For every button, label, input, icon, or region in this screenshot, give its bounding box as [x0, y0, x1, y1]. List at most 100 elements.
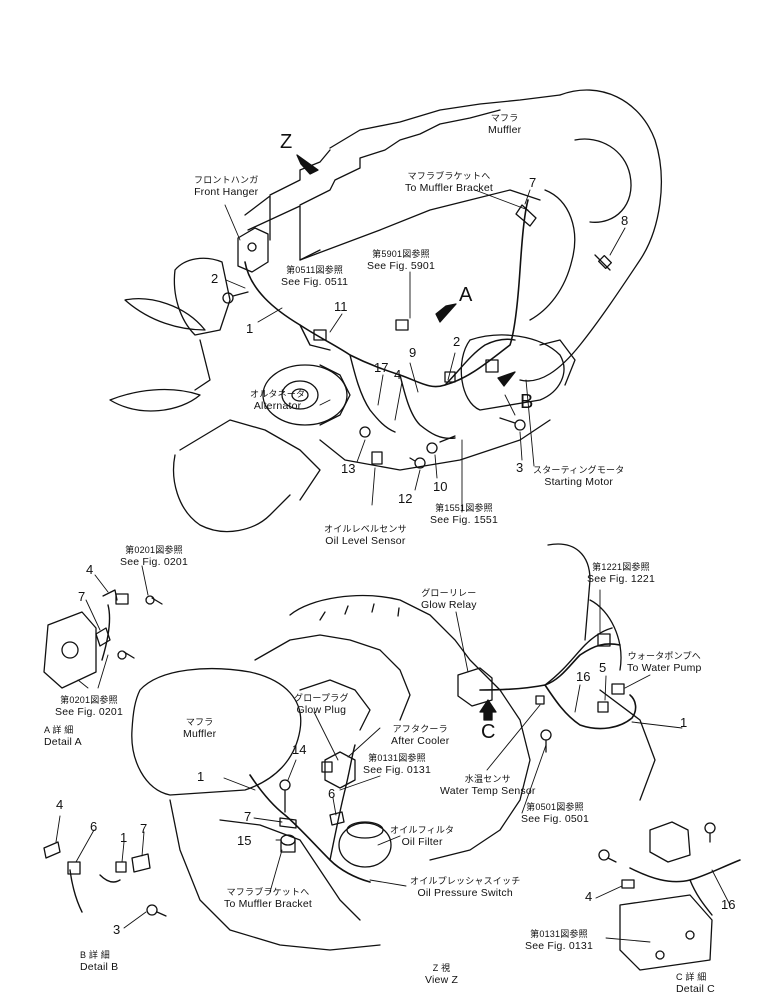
part-number-c-4: 4 — [585, 889, 593, 904]
view-marker-a: A — [459, 284, 473, 306]
fan-blade-2 — [109, 388, 201, 412]
alternator-pulley-inner — [291, 388, 309, 402]
part-number-17: 17 — [374, 360, 389, 375]
detail-b-clip-7 — [131, 853, 151, 873]
detail-c-hole-2 — [655, 950, 665, 960]
harness-z-up — [544, 627, 613, 686]
part-number-8: 8 — [621, 213, 629, 228]
detail-a-bolts — [117, 595, 163, 660]
detail-c-harness — [629, 859, 741, 883]
bolt-14 — [279, 779, 291, 813]
alternator-body — [262, 364, 348, 426]
fan-blade-1 — [124, 298, 206, 331]
connector-11 — [313, 329, 327, 341]
detail-b-leaders — [55, 815, 147, 929]
detail-a-wire — [101, 604, 111, 661]
arrow-a — [435, 303, 457, 323]
starting-motor-2 — [539, 339, 576, 386]
label-starting-motor: スターティングモータ Starting Motor — [533, 465, 625, 488]
bolt-2-left — [222, 291, 249, 304]
fan-lower-right-2 — [599, 689, 656, 801]
part-number-b-1: 1 — [120, 830, 128, 845]
label-detail-c: C 詳 細 Detail C — [676, 972, 715, 995]
connector-z-glow — [321, 761, 333, 773]
label-see-fig-0131-bottom: 第0131図参照 See Fig. 0131 — [525, 929, 593, 952]
detail-a-clip — [95, 627, 111, 647]
muffler-top-shape — [519, 89, 662, 382]
label-see-fig-0201-top: 第0201図参照 See Fig. 0201 — [120, 545, 188, 568]
engine-top-outline-2 — [254, 634, 411, 721]
upper-engine-drawing — [109, 89, 662, 533]
alternator-pulley — [281, 380, 319, 410]
part-number-2-left: 2 — [211, 271, 219, 286]
detail-b-connector-1 — [115, 861, 127, 873]
label-detail-b: B 詳 細 Detail B — [80, 950, 119, 973]
part-number-z-1-right: 1 — [680, 715, 688, 730]
part-number-2-mid: 2 — [453, 334, 461, 349]
connector-z-water — [535, 695, 545, 705]
connector-starting — [485, 359, 499, 373]
harness-branch-3 — [444, 338, 516, 386]
oil-filter-top — [346, 821, 384, 839]
detail-b-clip-4 — [43, 841, 61, 859]
label-see-fig-5901: 第5901図参照 See Fig. 5901 — [367, 249, 435, 272]
harness-z-right — [544, 684, 637, 730]
part-number-11: 11 — [334, 299, 348, 314]
part-number-9: 9 — [409, 345, 417, 360]
muffler-lower — [131, 668, 302, 796]
connector-z-pump — [611, 683, 625, 695]
label-see-fig-0131-mid: 第0131図参照 See Fig. 0131 — [363, 753, 431, 776]
oil-filter — [338, 822, 392, 868]
harness-branch-1 — [349, 354, 396, 433]
harness-z-mid — [329, 744, 356, 861]
view-marker-c: C — [481, 721, 496, 743]
part-number-c-16: 16 — [721, 897, 736, 912]
label-glow-relay: グローリレー Glow Relay — [421, 588, 477, 611]
clamp-z-7 — [279, 817, 297, 829]
connector-oil-level — [371, 451, 383, 465]
label-muffler-top: マフラ Muffler — [488, 113, 522, 136]
leader-lines-z — [223, 589, 683, 893]
label-after-cooler: アフタクーラ After Cooler — [391, 724, 450, 747]
detail-c-drawing — [595, 821, 741, 971]
detail-a-leaders — [77, 565, 149, 689]
label-oil-pressure-switch: オイルプレッシャスイッチ Oil Pressure Switch — [410, 876, 521, 899]
label-see-fig-0501: 第0501図参照 See Fig. 0501 — [521, 802, 589, 825]
arrow-b — [497, 371, 516, 387]
engine-block-side — [299, 189, 541, 261]
connector-5901 — [395, 319, 409, 331]
label-water-temp-sensor: 水温センサ Water Temp Sensor — [440, 774, 536, 797]
detail-b-wire — [69, 869, 83, 913]
connector-z-1221 — [597, 633, 611, 647]
fan-blade-3 — [194, 339, 211, 391]
bolt-8 — [594, 254, 613, 271]
clamp-z-6 — [329, 811, 345, 826]
part-number-4-top: 4 — [394, 367, 402, 382]
after-cooler — [324, 751, 356, 789]
part-number-3-top: 3 — [516, 460, 524, 475]
label-to-muffler-bracket-bottom: マフラブラケットへ To Muffler Bracket — [224, 887, 313, 910]
part-number-z-14: 14 — [292, 742, 307, 757]
detail-b-drawing — [43, 815, 167, 929]
label-oil-filter: オイルフィルタ Oil Filter — [390, 825, 455, 848]
arrow-c — [479, 699, 497, 721]
label-detail-a: A 詳 細 Detail A — [44, 725, 82, 748]
connector-z-5 — [597, 701, 609, 713]
front-hanger-plate — [237, 227, 269, 273]
detail-b-wire-2 — [99, 874, 121, 883]
lower-fan-outline — [172, 454, 291, 533]
detail-c-wire-down — [689, 879, 713, 916]
detail-a-plate-4 — [102, 589, 118, 601]
detail-c-relay — [649, 821, 691, 863]
label-see-fig-1221: 第1221図参照 See Fig. 1221 — [587, 562, 655, 585]
part-number-z-5: 5 — [599, 660, 607, 675]
detail-c-plate — [619, 894, 713, 971]
part-number-1-top: 1 — [246, 321, 254, 336]
view-marker-z: Z — [280, 131, 293, 153]
label-to-muffler-bracket-top: マフラブラケットへ To Muffler Bracket — [405, 171, 494, 194]
label-see-fig-0511: 第0511図参照 See Fig. 0511 — [281, 265, 349, 288]
bolt-12 — [409, 457, 426, 469]
detail-c-bolts — [598, 822, 716, 863]
